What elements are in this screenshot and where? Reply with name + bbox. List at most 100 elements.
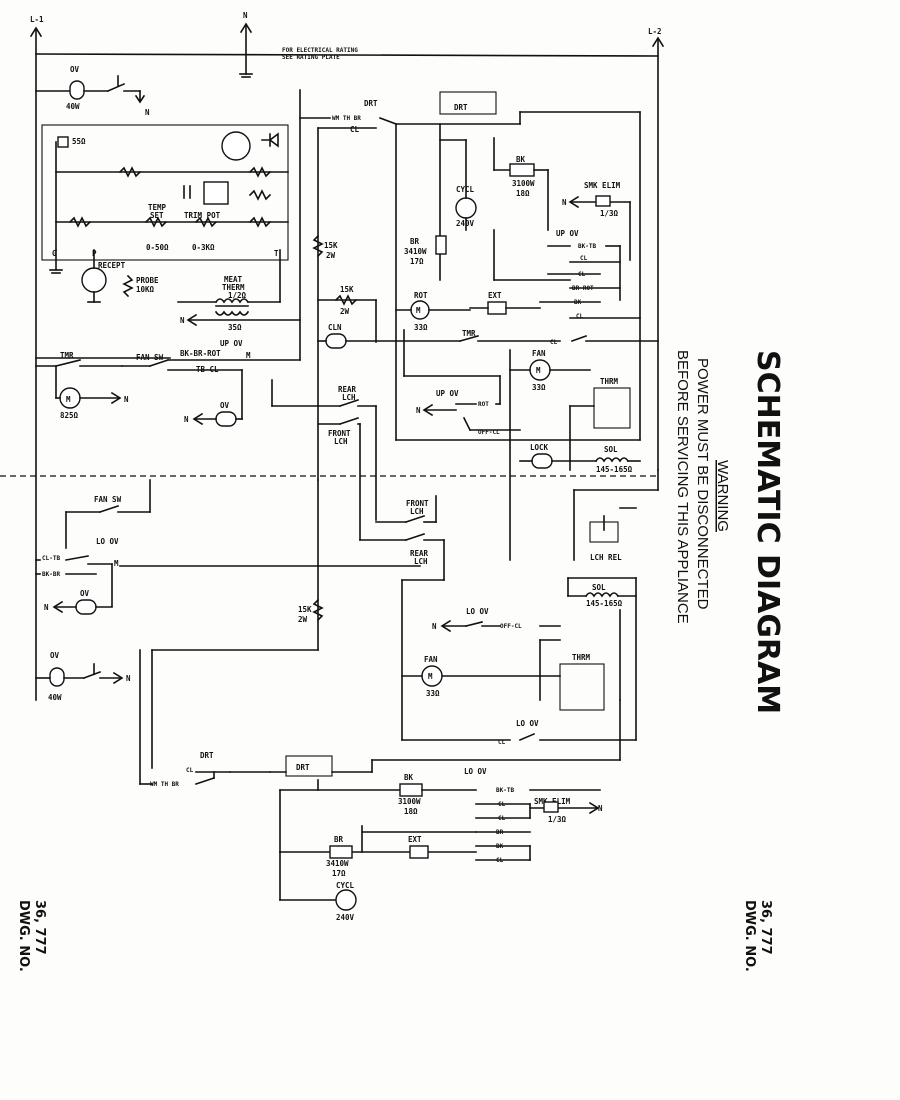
svg-text:N: N (180, 316, 185, 325)
lower-lo-ov-clean: LO OV CL (401, 719, 637, 746)
svg-text:ROT: ROT (414, 291, 428, 300)
svg-text:M: M (66, 395, 71, 404)
l2-label: L-2 (648, 27, 662, 36)
svg-text:EXT: EXT (488, 291, 502, 300)
svg-text:N: N (416, 406, 421, 415)
lower-oven-lamp: OV 40W N (35, 651, 131, 702)
svg-text:THRM: THRM (572, 653, 591, 662)
svg-text:WM TH BR: WM TH BR (150, 781, 179, 788)
svg-text:THRM: THRM (600, 377, 619, 386)
svg-text:N: N (124, 395, 129, 404)
svg-text:3100W: 3100W (512, 179, 535, 188)
svg-text:3410W: 3410W (326, 859, 349, 868)
rating-line1: FOR ELECTRICAL RATING (282, 47, 358, 54)
upper-cycl-broil: CYCL 240V BR 3410W 17Ω (404, 139, 571, 281)
l1-label: L-1 (30, 15, 44, 24)
warning-heading: WARNING (714, 460, 731, 532)
svg-text:FAN SW: FAN SW (94, 495, 122, 504)
svg-text:N: N (562, 198, 567, 207)
svg-text:145-165Ω: 145-165Ω (596, 465, 633, 474)
svg-text:UP OV: UP OV (436, 389, 459, 398)
svg-text:17Ω: 17Ω (332, 869, 346, 878)
svg-text:LO OV: LO OV (466, 607, 489, 616)
svg-text:FRONT: FRONT (328, 429, 351, 438)
svg-text:10KΩ: 10KΩ (136, 285, 155, 294)
svg-text:BK-TB: BK-TB (578, 243, 596, 250)
lower-fan: M FAN 33Ω (401, 579, 561, 741)
svg-text:36, 777: 36, 777 (758, 900, 773, 955)
svg-text:3410W: 3410W (404, 247, 427, 256)
svg-text:LO OV: LO OV (96, 537, 119, 546)
upper-lock-solenoid: LOCK SOL 145-165Ω (395, 439, 641, 474)
svg-text:CYCL: CYCL (336, 881, 355, 890)
upper-control-board: 55Ω TEMP SET 0-50Ω TRIM POT 0-3KΩ G P T (41, 124, 289, 274)
svg-text:CLN: CLN (328, 323, 342, 332)
svg-text:UP OV: UP OV (556, 229, 579, 238)
svg-text:TMR: TMR (60, 351, 74, 360)
lower-lo-ov-selector: LO OV BK-TB CL CL BR BK CL (361, 767, 601, 864)
svg-text:SOL: SOL (592, 583, 606, 592)
svg-text:N: N (432, 622, 437, 631)
svg-text:BK: BK (516, 155, 526, 164)
svg-text:OV: OV (220, 401, 230, 410)
upper-timer-fan-row: TMR FAN SW UP OV BK-BR-ROT TB-CL M M N 8… (35, 89, 301, 427)
svg-text:FAN SW: FAN SW (136, 353, 164, 362)
svg-text:15K: 15K (298, 605, 312, 614)
svg-text:240V: 240V (336, 913, 355, 922)
svg-text:DRT: DRT (454, 103, 468, 112)
svg-text:CL: CL (186, 767, 194, 774)
svg-text:N: N (184, 415, 189, 424)
svg-text:1/2Ω: 1/2Ω (228, 291, 247, 300)
warning-block: WARNING POWER MUST BE DISCONNECTED BEFOR… (674, 350, 731, 624)
svg-text:0-3KΩ: 0-3KΩ (192, 243, 215, 252)
lower-drt: DRT CL WM TH BR DRT (139, 649, 621, 788)
dwg-number-right: 36, 777 DWG. NO. (742, 900, 773, 972)
svg-text:M: M (246, 351, 251, 360)
svg-text:ROT: ROT (478, 401, 489, 408)
svg-text:2W: 2W (298, 615, 308, 624)
svg-text:FRONT: FRONT (406, 499, 429, 508)
svg-text:SMK ELIM: SMK ELIM (584, 181, 621, 190)
svg-text:DRT: DRT (364, 99, 378, 108)
svg-text:SET: SET (150, 211, 164, 220)
svg-text:33Ω: 33Ω (414, 323, 428, 332)
lower-smoke-eliminator: SMK ELIM N 1/3Ω (529, 797, 603, 824)
svg-text:LCH: LCH (414, 557, 428, 566)
svg-text:N: N (126, 674, 131, 683)
svg-text:BK-BR-ROT: BK-BR-ROT (180, 349, 221, 358)
svg-text:G: G (52, 249, 57, 258)
svg-text:TMR: TMR (462, 329, 476, 338)
svg-text:LCH: LCH (410, 507, 424, 516)
svg-text:LCH: LCH (342, 393, 356, 402)
svg-text:18Ω: 18Ω (516, 189, 530, 198)
svg-text:40W: 40W (66, 102, 80, 111)
svg-text:OFF-CL: OFF-CL (478, 429, 500, 436)
upper-probe-meat-therm: RECEPT PROBE 10KΩ MEAT THERM 1/2Ω N 35Ω (81, 249, 301, 332)
svg-text:15K: 15K (340, 285, 354, 294)
svg-text:REAR: REAR (338, 385, 357, 394)
svg-text:40W: 40W (48, 693, 62, 702)
svg-text:DRT: DRT (200, 751, 214, 760)
svg-text:M: M (416, 306, 421, 315)
title-block: SCHEMATIC DIAGRAM (750, 350, 785, 714)
upper-bake-element: BK 3100W 18Ω (493, 137, 549, 231)
svg-text:CL: CL (580, 255, 588, 262)
upper-rotisserie: M ROT 33Ω EXT (395, 291, 541, 332)
upper-timer-clean: TMR CL (459, 329, 659, 346)
svg-text:OV: OV (70, 65, 80, 74)
svg-text:M: M (114, 559, 119, 568)
svg-text:DWG. NO.: DWG. NO. (742, 900, 757, 972)
svg-text:BR: BR (410, 237, 420, 246)
svg-text:N: N (145, 108, 150, 117)
svg-text:0-50Ω: 0-50Ω (146, 243, 169, 252)
svg-text:CL: CL (498, 739, 506, 746)
svg-text:BK-BR: BK-BR (42, 571, 60, 578)
svg-text:17Ω: 17Ω (410, 257, 424, 266)
n-label: N (243, 11, 248, 20)
upper-fan: M FAN 33Ω (509, 349, 591, 561)
svg-text:2W: 2W (340, 307, 350, 316)
svg-text:TEMP: TEMP (148, 203, 167, 212)
svg-text:N: N (598, 804, 603, 813)
svg-text:LCH REL: LCH REL (590, 553, 622, 562)
svg-text:RECEPT: RECEPT (98, 261, 126, 270)
